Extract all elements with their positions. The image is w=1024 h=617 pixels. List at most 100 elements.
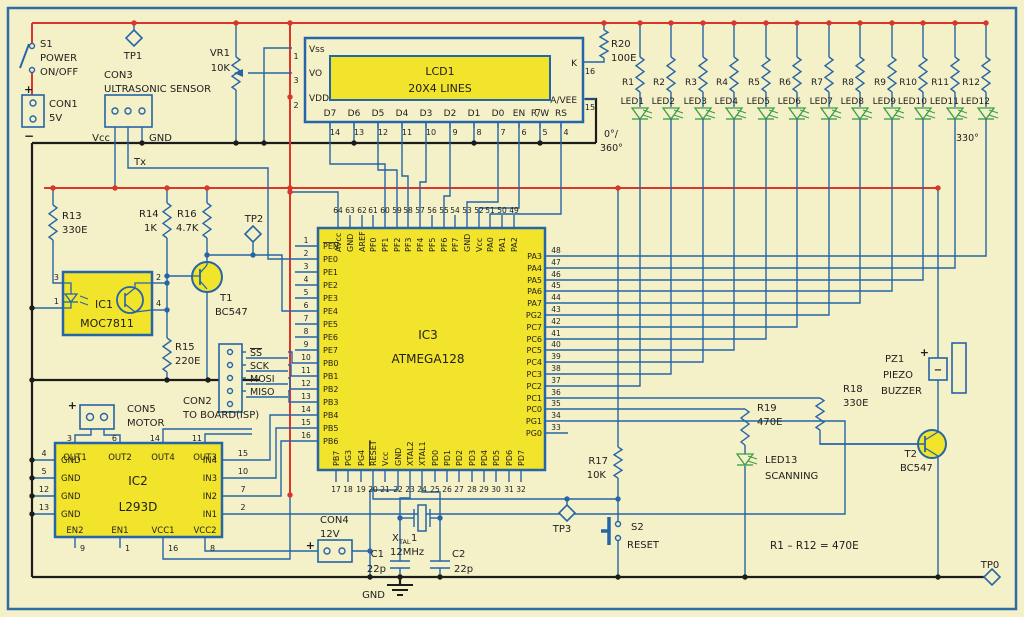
label-led_bar-resistors-10: R11 <box>931 78 949 88</box>
led-icon <box>756 107 776 121</box>
label-ic3-right_pins-4-num: 44 <box>551 293 561 302</box>
ic1-led-arrow <box>79 301 89 306</box>
label-ic3-bottom_pins-0-num: 17 <box>331 485 341 494</box>
connector-pin <box>99 412 109 422</box>
resistor-symbol <box>791 56 803 93</box>
label-ic3-top_pins-10-num: 54 <box>450 206 460 215</box>
led-icon <box>819 107 839 121</box>
label-con3-tx: Tx <box>133 157 146 168</box>
led-icon <box>693 107 713 121</box>
label-ic3-left_pins-3-num: 4 <box>304 275 309 284</box>
label-r18-value: 330E <box>843 398 868 409</box>
label-lcd-bottom_pins-3-label: D4 <box>396 109 409 119</box>
label-ic3-top_pins-3-num: 61 <box>368 206 378 215</box>
label-led_bar-resistors-5: R6 <box>779 78 791 88</box>
label-ic3-right_pins-10-label: PC3 <box>527 370 543 379</box>
junction-dot <box>139 140 145 146</box>
label-ic3-left_pins-0-num: 1 <box>304 236 309 245</box>
label-ic2-bottom_pins-0-label: EN2 <box>66 526 83 536</box>
label-ic3-right_pins-5-label: PG2 <box>526 311 542 320</box>
led-icon <box>630 107 650 121</box>
label-con4-value: 12V <box>320 529 340 540</box>
resistor-symbol <box>47 204 59 241</box>
label-r16-value: 4.7K <box>176 223 199 234</box>
led-arrow <box>799 114 810 119</box>
label-lcd-bottom_pins-8-num: 6 <box>521 128 526 137</box>
label-ic3-right_pins-1-num: 47 <box>551 258 561 267</box>
label-ic3-left_pins-8-num: 9 <box>304 340 309 349</box>
junction-dot <box>164 280 170 286</box>
label-ic3-left_pins-15-label: PB6 <box>323 437 338 446</box>
wire <box>419 122 427 228</box>
s1-blade <box>19 43 30 69</box>
junction-dot <box>952 20 958 26</box>
junction-dot <box>857 20 863 26</box>
resistor-symbol <box>161 337 173 373</box>
led-return-wire <box>568 119 704 363</box>
label-ic3-left_pins-3-label: PE2 <box>323 281 338 290</box>
label-pz1-plus: + <box>920 346 929 359</box>
label-ic1-ref: IC1 <box>95 298 113 311</box>
led-return-wire <box>568 119 987 257</box>
junction-dot <box>637 20 643 26</box>
led-arrow <box>831 114 842 119</box>
label-ic3-top_pins-5-label: PF2 <box>393 237 402 252</box>
label-ic3-right_pins-9-label: PC4 <box>527 358 543 367</box>
label-ic3-left_pins-13-num: 14 <box>301 405 311 414</box>
t1-internal <box>199 280 208 290</box>
label-lcd-right_pins-0-label: K <box>571 59 578 69</box>
label-s2-desc: RESET <box>627 540 660 551</box>
junction-dot <box>287 492 293 498</box>
label-lcd-bottom_pins-6-num: 8 <box>476 128 481 137</box>
connector-pin <box>226 361 234 369</box>
resistor-symbol <box>917 56 929 93</box>
junction-dot <box>351 140 357 146</box>
label-led_bar-angle_end: 330° <box>956 133 979 144</box>
resistor-symbol <box>598 29 610 59</box>
label-led_bar-angle_start_2: 360° <box>600 143 623 154</box>
label-con5-ref: CON5 <box>127 404 156 415</box>
label-ic3-left_pins-5-num: 6 <box>304 301 309 310</box>
wire <box>583 58 605 63</box>
led-arrow <box>988 114 999 119</box>
label-ic3-right_pins-15-label: PG0 <box>526 429 542 438</box>
label-lcd-bottom_pins-6-label: D1 <box>468 109 481 119</box>
label-tp-tp3: TP3 <box>552 524 572 535</box>
label-led_bar-resistors-8: R9 <box>874 78 886 88</box>
label-ic3-bottom_pins-13-label: PD5 <box>492 450 501 466</box>
label-lcd-left_pins-2-label: VDD <box>309 94 329 104</box>
label-lcd-left_pins-2-num: 2 <box>293 101 298 110</box>
led-return-wire <box>568 119 924 281</box>
label-ic3-top_pins-0-label: AVcc <box>334 233 343 252</box>
label-con1-value: 5V <box>49 113 62 124</box>
resistor-symbol <box>665 56 677 93</box>
led-icon <box>787 107 807 121</box>
led-arrow <box>705 114 716 119</box>
label-ic2-ref: IC2 <box>128 474 148 488</box>
wire <box>489 122 562 228</box>
led-arrow <box>862 114 873 119</box>
connector-pin <box>138 107 146 115</box>
label-ic3-top_pins-12-num: 52 <box>474 206 484 215</box>
junction-dot <box>29 457 35 463</box>
label-ic3-left_pins-10-num: 11 <box>301 366 311 375</box>
label-ic2-bottom_pins-0-num: 9 <box>80 544 85 553</box>
label-ic3-left_pins-5-label: PE4 <box>323 307 338 316</box>
label-ic3-top_pins-14-label: PA1 <box>498 237 507 252</box>
label-ic3-right_pins-13-label: PC0 <box>527 405 543 414</box>
ic1-led-icon <box>63 293 79 304</box>
junction-dot <box>471 140 477 146</box>
junction-dot <box>50 185 56 191</box>
label-ic3-right_pins-1-label: PA4 <box>527 264 542 273</box>
wire <box>288 351 295 364</box>
label-lcd-right_pins-1-label: A/VEE <box>550 96 577 106</box>
junction-dot <box>397 515 403 521</box>
resistor-symbol <box>739 408 751 446</box>
label-led_bar-leds-2: LED3 <box>684 97 707 107</box>
label-ic3-top_pins-12-label: Vcc <box>475 238 484 252</box>
wire <box>127 127 295 260</box>
led-arrow <box>642 109 653 114</box>
label-lcd-right_pins-1-num: 15 <box>585 103 595 112</box>
label-ic3-right_pins-8-label: PC5 <box>527 346 543 355</box>
outer-border <box>6 6 1018 611</box>
